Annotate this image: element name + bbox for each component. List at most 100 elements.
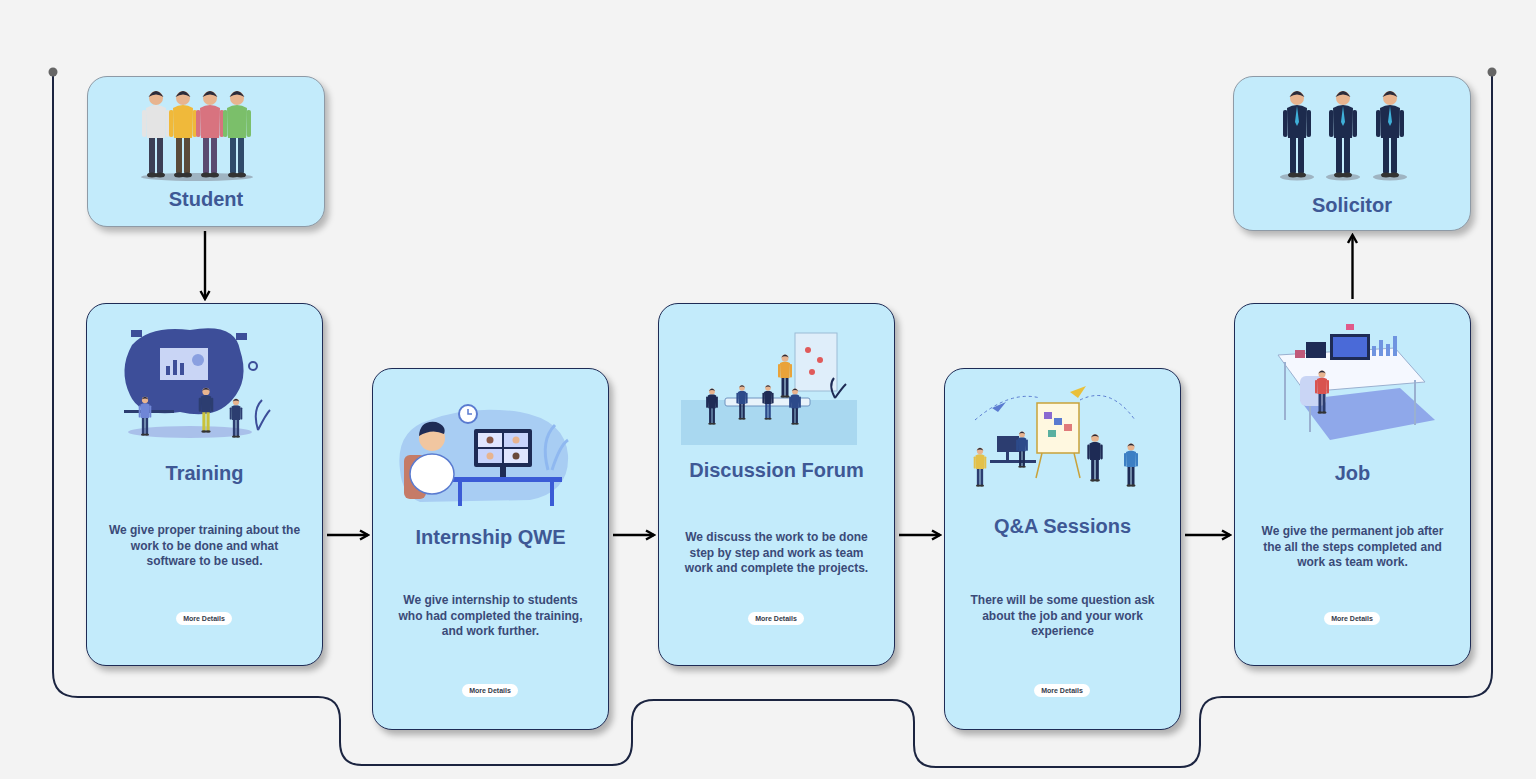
- flow-arrow: [1351, 235, 1353, 299]
- illustration-part: [513, 453, 520, 460]
- illustration-part: [681, 400, 857, 445]
- illustration-part: [504, 449, 528, 463]
- illustration-part: [1300, 376, 1326, 406]
- illustration-part: [513, 437, 520, 444]
- solicitors-illustration: [1280, 91, 1407, 181]
- step-card: Job We give the permanent job after the a…: [1234, 303, 1471, 666]
- internship-illustration: [399, 405, 568, 506]
- illustration-part: [399, 410, 568, 502]
- illustration-part: [487, 453, 494, 460]
- illustration-part: [1386, 344, 1390, 356]
- illustration-part: [474, 429, 532, 467]
- illustration-part: [1393, 336, 1397, 356]
- illustration-part: [550, 482, 554, 506]
- illustration-part: [1376, 91, 1404, 178]
- illustration-part: [1379, 340, 1383, 356]
- illustration-part: [1070, 386, 1086, 398]
- illustration-part: [1295, 106, 1392, 126]
- illustration-part: [762, 385, 773, 420]
- illustration-part: [831, 378, 846, 398]
- illustration-part: [990, 460, 1036, 463]
- illustration-part: [450, 477, 562, 482]
- illustration-part: [196, 91, 224, 178]
- details-button: More Details: [462, 684, 518, 697]
- illustration-part: [1372, 346, 1376, 356]
- illustration-part: [1326, 174, 1360, 181]
- person-card: Solicitor: [1233, 76, 1471, 231]
- illustration-part: [1280, 174, 1314, 181]
- illustration-part: [1315, 371, 1329, 414]
- illustration-part: [809, 369, 815, 375]
- step-card: TrainingWe give proper training about th…: [86, 303, 323, 666]
- illustration-part: [53, 72, 1492, 767]
- illustration-part: [706, 388, 718, 424]
- illustration-part: [139, 397, 152, 436]
- illustration-part: [160, 348, 208, 380]
- training-illustration: [124, 328, 270, 438]
- illustration-part: [128, 426, 252, 438]
- details-button: More Details: [1034, 684, 1090, 697]
- illustration-part: [1295, 350, 1305, 358]
- step-card: Discussion Forum We discuss the work to b…: [658, 303, 895, 666]
- flow-arrow: [1185, 534, 1230, 536]
- illustration-part: [725, 398, 810, 406]
- illustration-part: [404, 455, 426, 499]
- illustration-part: [1036, 453, 1080, 478]
- details-button: More Details: [176, 612, 232, 625]
- illustration-part: [504, 433, 528, 447]
- illustration-part: [1087, 434, 1102, 482]
- button-label: More Details: [183, 612, 225, 625]
- illustration-part: [1330, 334, 1370, 360]
- illustration-part: [545, 425, 568, 470]
- illustration-part: [410, 454, 454, 494]
- illustration-part: [1283, 91, 1311, 178]
- card-title: Q&A Sessions: [945, 514, 1180, 538]
- illustration-part: [736, 385, 747, 420]
- illustration-part: [173, 360, 177, 375]
- person-card: Student: [87, 76, 325, 227]
- card-body: We give proper training about the work t…: [105, 523, 305, 570]
- flow-arrow: [899, 534, 940, 536]
- illustration-part: [1373, 174, 1407, 181]
- illustration-part: [249, 362, 257, 370]
- illustration-part: [1054, 418, 1062, 425]
- card-body: We give internship to students who had c…: [391, 593, 591, 640]
- card-title: Discussion Forum: [659, 458, 894, 482]
- students-illustration: [141, 91, 253, 181]
- illustration-part: [180, 363, 184, 375]
- qa-illustration: [974, 386, 1138, 487]
- illustration-part: [169, 91, 197, 178]
- illustration-part: [1329, 91, 1357, 178]
- illustration-part: [419, 425, 445, 451]
- illustration-part: [992, 402, 1006, 412]
- illustration-part: [199, 388, 214, 433]
- illustration-part: [789, 388, 801, 424]
- illustration-part: [1300, 388, 1435, 440]
- illustration-part: [974, 448, 987, 487]
- illustration-part: [1064, 424, 1072, 431]
- illustration-part: [1048, 430, 1056, 437]
- card-body: We discuss the work to be done step by s…: [677, 530, 877, 577]
- illustration-part: [1016, 431, 1028, 467]
- flow-frame: [49, 68, 1497, 768]
- illustration-part: [131, 330, 142, 337]
- illustration-part: [487, 437, 494, 444]
- illustration-part: [166, 366, 170, 375]
- button-label: More Details: [1041, 684, 1083, 697]
- button-label: More Details: [1331, 612, 1373, 625]
- illustration-part: [795, 333, 837, 391]
- details-button: More Details: [1324, 612, 1380, 625]
- card-body: We give the permanent job after the all …: [1253, 524, 1453, 571]
- illustration-part: [468, 409, 472, 414]
- card-title: Job: [1235, 461, 1470, 485]
- illustration-part: [1006, 452, 1009, 460]
- illustration-part: [124, 328, 243, 414]
- illustration-part: [1333, 337, 1367, 357]
- flow-arrow: [204, 231, 206, 299]
- illustration-part: [1044, 412, 1052, 419]
- illustration-part: [997, 436, 1019, 452]
- job-illustration: [1278, 324, 1435, 440]
- illustration-part: [256, 400, 270, 430]
